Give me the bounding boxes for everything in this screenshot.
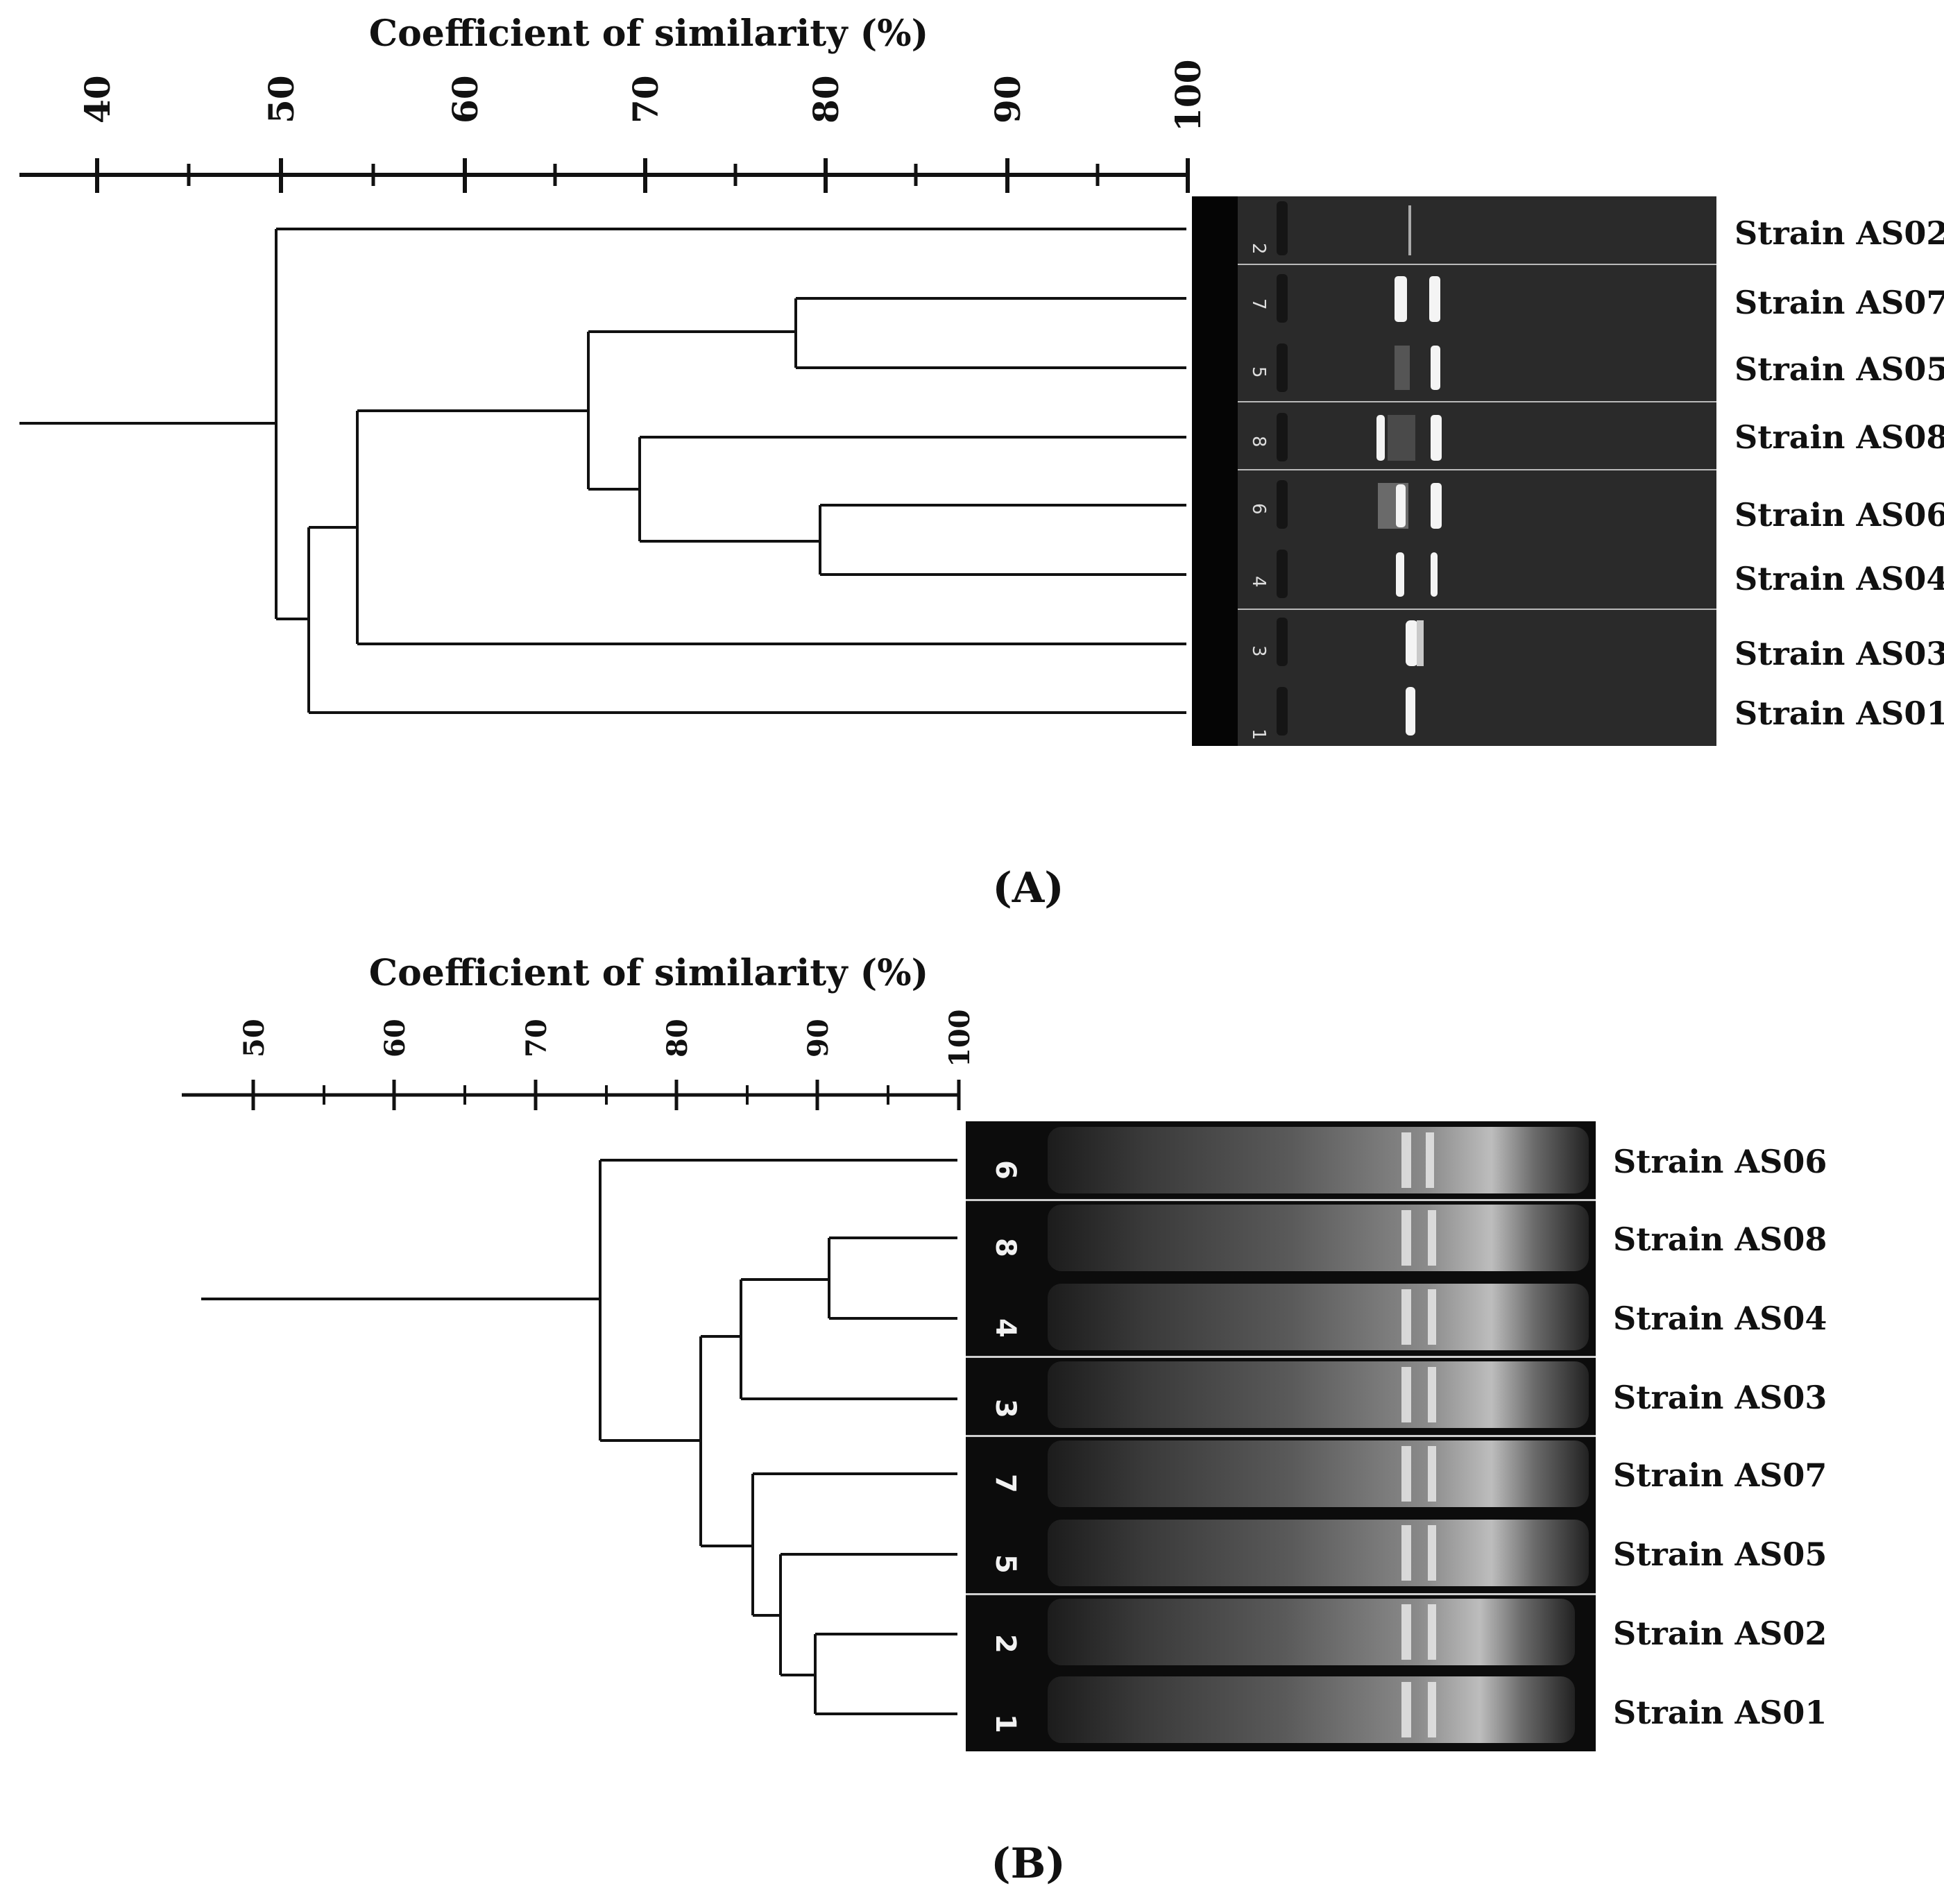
panel-a-lane-number: 8 [1248, 436, 1269, 448]
panel-b-tick-label: 50 [238, 1019, 271, 1057]
panel-b-lane-number: 4 [989, 1318, 1021, 1338]
panel-a-lane-number: 6 [1248, 503, 1269, 515]
panel-b-lane-number: 6 [989, 1160, 1021, 1180]
panel-a-strain-label: Strain AS04 [1734, 560, 1944, 597]
panel-b-tick-labels: 50 60 70 80 90 100 [238, 1010, 976, 1068]
panel-b-tick-label: 80 [661, 1019, 694, 1057]
panel-a-strain-label: Strain AS08 [1734, 418, 1944, 456]
panel-a-tick-label: 100 [1168, 60, 1209, 132]
panel-b-gel-image: 6 8 4 3 7 5 2 1 [966, 1121, 1596, 1751]
panel-b-tick-label: 60 [379, 1019, 411, 1057]
panel-a-tick-label: 50 [261, 75, 302, 124]
panel-a-tick-label: 90 [987, 75, 1028, 124]
panel-a-strain-label: Strain AS02 [1734, 214, 1944, 252]
panel-a-strain-label: Strain AS05 [1734, 350, 1944, 388]
panel-a-scale-axis [19, 158, 1190, 193]
panel-b-lane-number: 1 [989, 1714, 1021, 1733]
panel-b-tick-label: 70 [520, 1019, 553, 1057]
panel-a-tick-label: 70 [625, 75, 666, 124]
panel-b-label: (B) [991, 1839, 1066, 1888]
panel-a-tick-label: 80 [805, 75, 846, 124]
panel-a-strain-label: Strain AS06 [1734, 496, 1944, 534]
panel-a-lane-number: 2 [1248, 243, 1269, 255]
panel-b-tick-label: 100 [944, 1010, 976, 1068]
panel-b: Coefficient of similarity (%) 50 60 70 8… [182, 952, 1827, 1888]
panel-b-tick-label: 90 [802, 1019, 835, 1057]
panel-a-tick-label: 40 [77, 75, 118, 124]
panel-b-strain-label: Strain AS08 [1613, 1221, 1827, 1258]
panel-a-dendrogram [19, 228, 1186, 714]
panel-b-lane-number: 2 [989, 1634, 1021, 1654]
panel-b-lane-number: 3 [989, 1399, 1021, 1418]
panel-a-strain-label: Strain AS01 [1734, 695, 1944, 732]
panel-b-scale-axis [182, 1080, 961, 1110]
panel-a-label: (A) [992, 864, 1064, 912]
panel-b-strain-label: Strain AS01 [1613, 1694, 1827, 1731]
panel-b-strain-labels: Strain AS06 Strain AS08 Strain AS04 Stra… [1613, 1143, 1827, 1731]
panel-a-lane-number: 3 [1248, 645, 1269, 657]
panel-a-tick-label: 60 [445, 75, 486, 124]
panel-a-gel-image: 2 7 5 8 6 4 3 1 [1192, 196, 1716, 746]
panel-b-strain-label: Strain AS03 [1613, 1379, 1827, 1416]
panel-a-lane-number: 4 [1248, 576, 1269, 588]
panel-a-lane-number: 5 [1248, 366, 1269, 378]
panel-b-axis-title: Coefficient of similarity (%) [369, 952, 929, 994]
panel-a-lane-number: 7 [1248, 298, 1269, 310]
panel-a-strain-label: Strain AS07 [1734, 284, 1944, 321]
panel-a-strain-label: Strain AS03 [1734, 635, 1944, 672]
panel-b-strain-label: Strain AS06 [1613, 1143, 1827, 1180]
panel-b-strain-label: Strain AS05 [1613, 1536, 1827, 1573]
panel-b-lane-number: 8 [989, 1238, 1021, 1257]
panel-b-strain-label: Strain AS04 [1613, 1300, 1827, 1337]
panel-b-strain-label: Strain AS07 [1613, 1456, 1827, 1494]
panel-a: Coefficient of similarity (%) 40 50 60 7… [19, 12, 1944, 912]
panel-a-axis-title: Coefficient of similarity (%) [369, 12, 929, 55]
panel-b-lane-number: 7 [989, 1474, 1021, 1493]
panel-a-tick-labels: 40 50 60 70 80 90 100 [77, 60, 1209, 132]
panel-b-strain-label: Strain AS02 [1613, 1615, 1827, 1652]
panel-a-lane-number: 1 [1248, 729, 1269, 740]
panel-b-lane-number: 5 [989, 1554, 1021, 1574]
panel-b-dendrogram [201, 1159, 957, 1715]
panel-a-strain-labels: Strain AS02 Strain AS07 Strain AS05 Stra… [1734, 214, 1944, 732]
